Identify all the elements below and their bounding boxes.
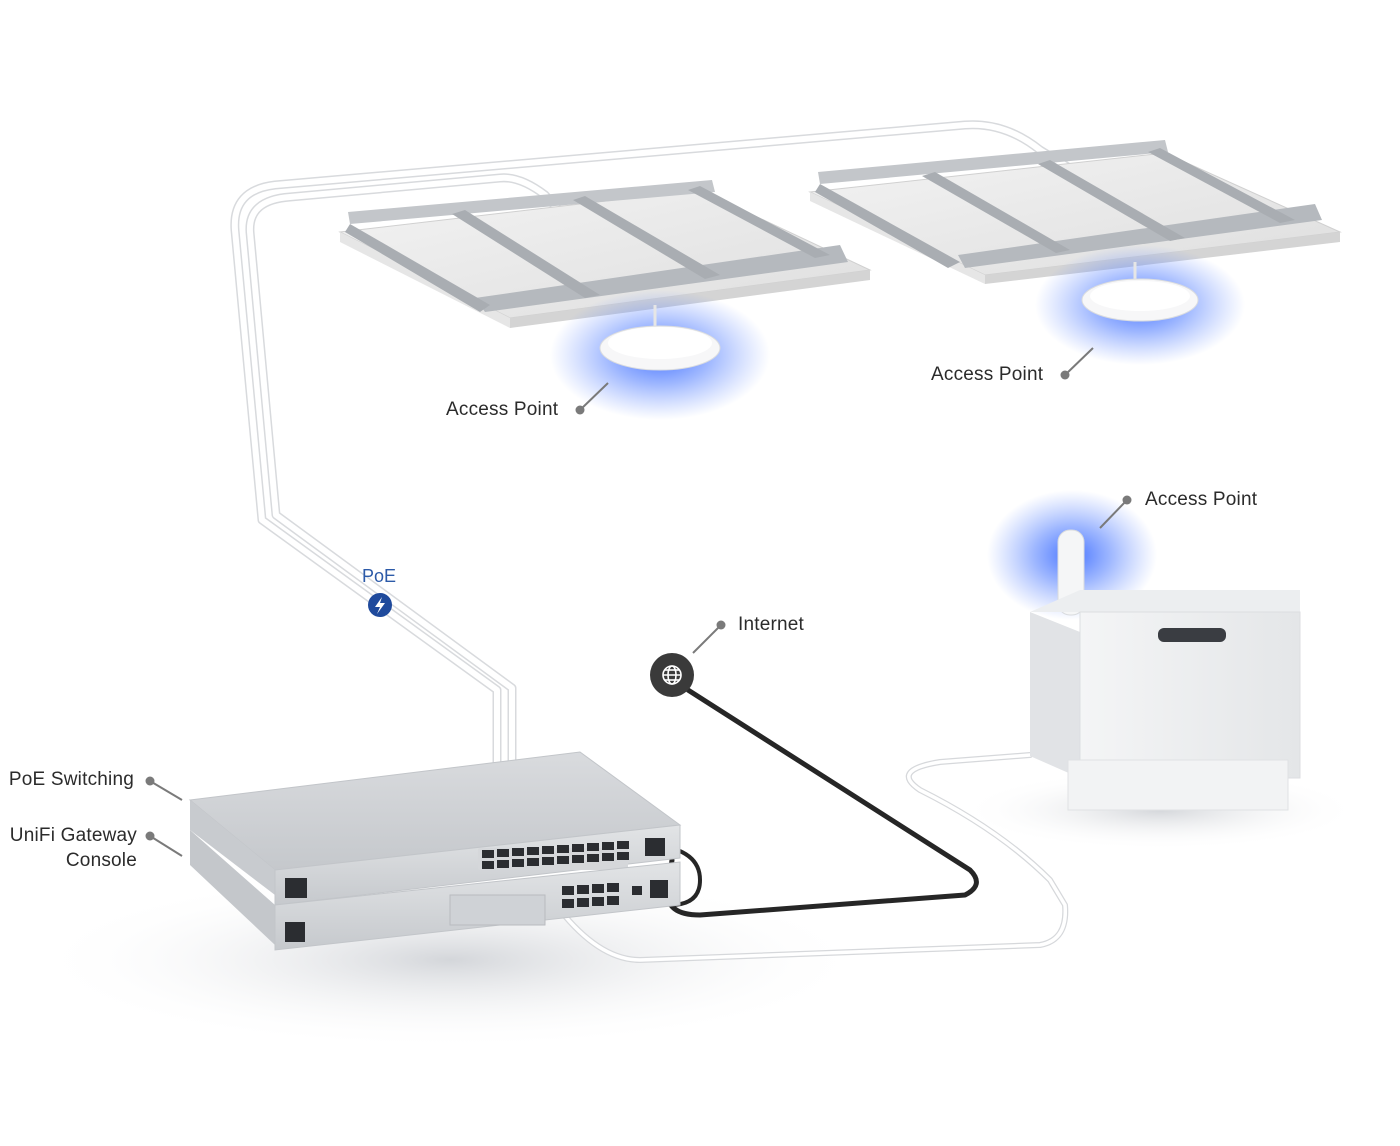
gateway-console-label-line2: Console — [65, 850, 137, 871]
outdoor-ap-cable — [557, 752, 1069, 963]
switch-ports — [482, 841, 629, 869]
poe-label: PoE — [362, 566, 397, 586]
globe-icon — [662, 665, 682, 685]
access-point-left-label: Access Point — [446, 399, 559, 420]
access-point-right-label: Access Point — [931, 364, 1044, 385]
poe-badge — [368, 593, 392, 617]
gateway-console-label-line1: UniFi Gateway — [9, 825, 137, 846]
outdoor-access-point-device — [987, 490, 1301, 811]
access-point-left-device — [550, 290, 770, 420]
access-point-right-device — [1035, 245, 1245, 365]
gateway-console-device — [190, 830, 681, 951]
poe-switching-label: PoE Switching — [8, 769, 134, 790]
poe-cable — [230, 120, 1135, 845]
lightning-bolt-icon — [375, 597, 385, 614]
internet-label: Internet — [738, 614, 805, 635]
access-point-outdoor-label: Access Point — [1145, 489, 1258, 510]
floor-shadow-rack — [30, 870, 870, 1050]
internet-cable — [653, 687, 979, 918]
leader-lines — [145, 347, 1132, 857]
poe-switch-device — [188, 751, 682, 906]
gateway-ports — [562, 880, 668, 908]
internet-badge — [650, 653, 694, 697]
